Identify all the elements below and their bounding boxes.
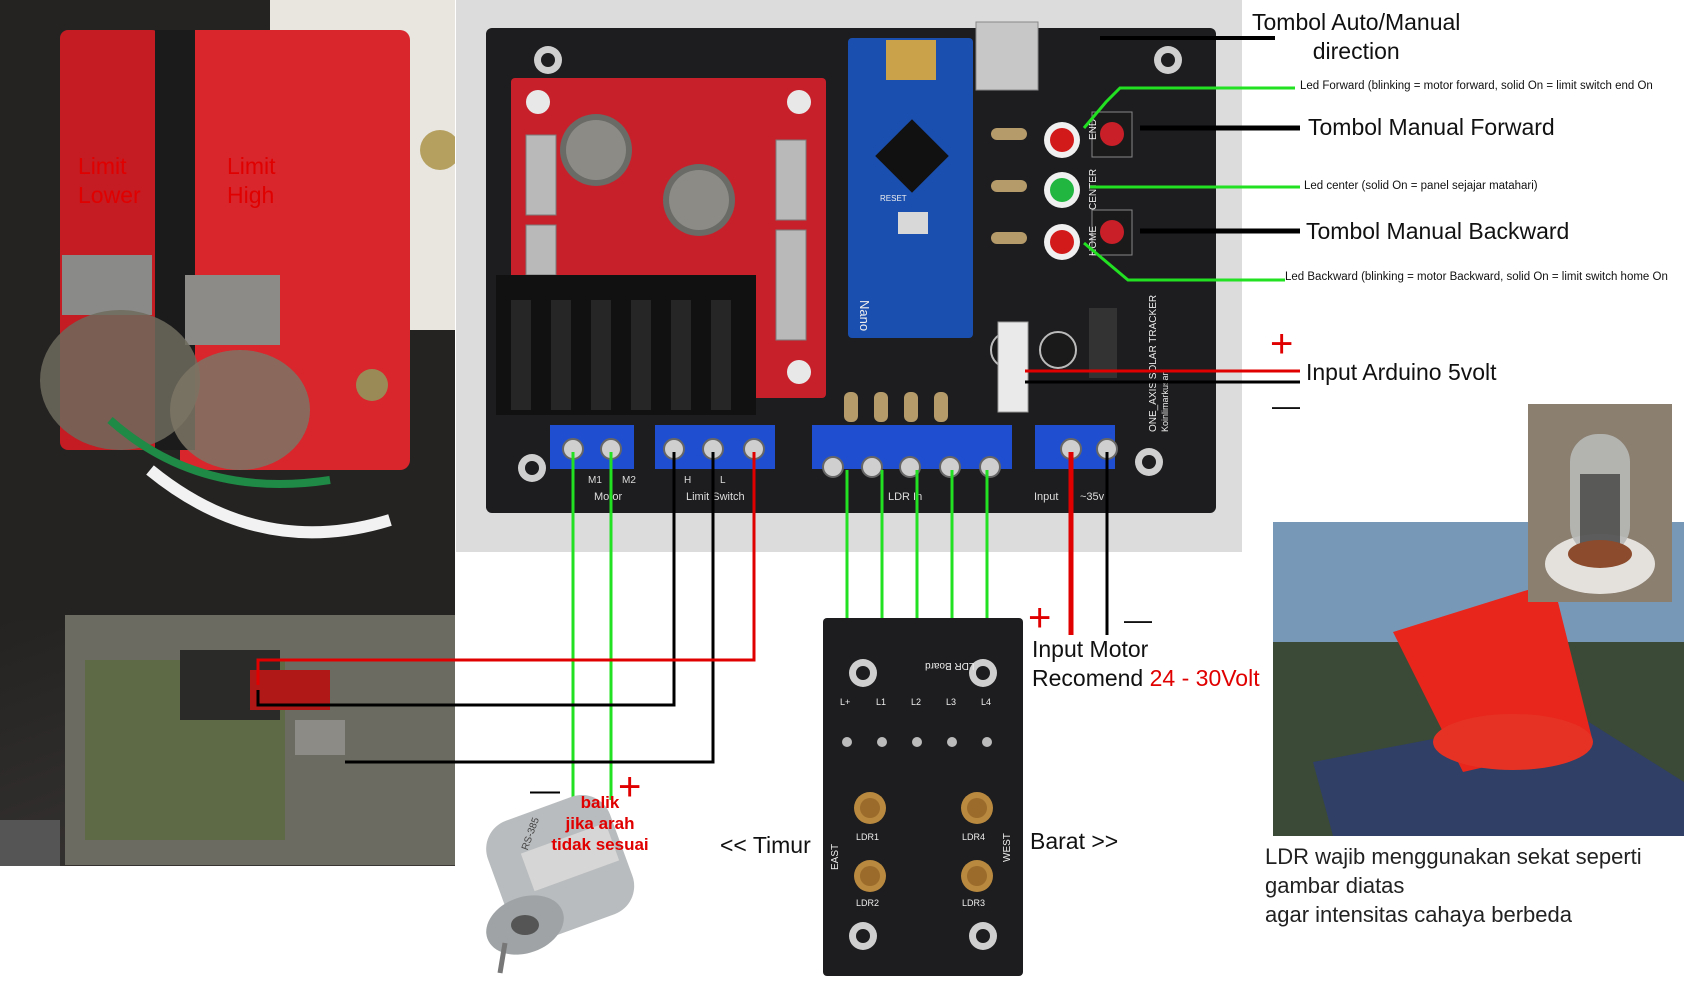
silk-voltage: ~35v	[1080, 491, 1105, 503]
ldr-note-line2: gambar diatas	[1265, 873, 1405, 898]
controller-board-illustration	[486, 21, 1216, 513]
ldr4-label: LDR4	[962, 832, 986, 842]
input-arduino-label: Input Arduino 5volt	[1306, 359, 1497, 385]
silk-m2: M2	[622, 475, 636, 486]
ldr2-label: LDR2	[856, 898, 880, 908]
limit-switch-illustration	[0, 0, 455, 866]
limit-lower-label: Limit Lower	[78, 152, 141, 210]
motor-direction-note: balik jika arah tidak sesuai	[540, 792, 660, 855]
input-motor-label: Input Motor Recomend 24 - 30Volt	[1032, 635, 1260, 693]
silk-l: L	[720, 475, 726, 486]
limit-lower-line1: Limit	[78, 153, 127, 179]
manual-backward-label: Tombol Manual Backward	[1306, 218, 1570, 244]
input-motor-line1: Input Motor	[1032, 636, 1149, 662]
ldr1-label: LDR1	[856, 832, 880, 842]
ldr3-label: LDR3	[962, 898, 986, 908]
motor-note-line3: tidak sesuai	[551, 835, 649, 854]
ldr-note-line3: agar intensitas cahaya berbeda	[1265, 902, 1572, 927]
limit-high-line1: Limit	[227, 153, 276, 179]
ldr-east: EAST	[830, 843, 841, 870]
auto-manual-line2: direction	[1312, 38, 1400, 64]
ldr-shade-closeup-photo	[1528, 404, 1672, 602]
silk-limit-switch: Limit Switch	[686, 491, 745, 503]
input-motor-line2: Recomend 24 - 30Volt	[1032, 664, 1260, 693]
ldr-board-photo	[823, 618, 1023, 976]
arduino-plus: +	[1270, 322, 1294, 366]
motor-note-line2: jika arah	[565, 814, 635, 833]
ldr-pin-l3: L3	[946, 697, 957, 707]
ldr-note-line1: LDR wajib menggunakan sekat seperti	[1265, 844, 1642, 869]
input-motor-voltage: 24 - 30Volt	[1149, 665, 1260, 691]
manual-forward-label: Tombol Manual Forward	[1308, 114, 1555, 140]
ldr-board-title: LDR Board	[925, 660, 975, 671]
controller-board-photo	[456, 0, 1242, 552]
limit-high-label: Limit High	[227, 152, 276, 210]
ldr-note: LDR wajib menggunakan sekat seperti gamb…	[1265, 842, 1642, 929]
ldr-pin-l4: L4	[981, 697, 992, 707]
ldr-pin-l1: L1	[876, 697, 887, 707]
limit-high-line2: High	[227, 182, 275, 208]
led-forward-label: Led Forward (blinking = motor forward, s…	[1300, 80, 1653, 92]
dc-motor-photo	[465, 775, 665, 975]
silk-input: Input	[1034, 491, 1059, 503]
silk-m1: M1	[588, 475, 602, 486]
led-center-label: Led center (solid On = panel sejajar mat…	[1304, 180, 1538, 192]
arduino-minus: —	[1272, 390, 1300, 421]
motor-input-minus: —	[1124, 604, 1152, 635]
motor-input-plus: +	[1028, 596, 1052, 640]
input-motor-recomend: Recomend	[1032, 665, 1144, 691]
limit-lower-line2: Lower	[78, 182, 141, 208]
motor-minus: —	[530, 774, 560, 807]
motor-plus: +	[618, 765, 642, 809]
ldr-shade-closeup-illustration	[1528, 404, 1672, 602]
silk-ldr-in: LDR In	[888, 491, 923, 503]
silk-motor: Motor	[594, 491, 623, 503]
ldr-board-illustration	[842, 659, 997, 950]
auto-manual-line1: Tombol Auto/Manual	[1252, 9, 1461, 35]
motor-note-line1: balik	[580, 793, 620, 812]
led-backward-label: Led Backward (blinking = motor Backward,…	[1285, 271, 1668, 283]
ldr-pin-l2: L2	[911, 697, 922, 707]
silk-h: H	[684, 475, 692, 486]
limit-switch-photo	[0, 0, 455, 866]
dc-motor-illustration	[486, 794, 635, 974]
auto-manual-label: Tombol Auto/Manual direction	[1252, 8, 1460, 66]
barat-label: Barat >>	[1030, 828, 1119, 854]
ldr-west: WEST	[1002, 833, 1013, 862]
timur-label: << Timur	[720, 832, 811, 858]
ldr-pin-lplus: L+	[840, 697, 851, 707]
silk-reset: RESET	[880, 194, 907, 203]
